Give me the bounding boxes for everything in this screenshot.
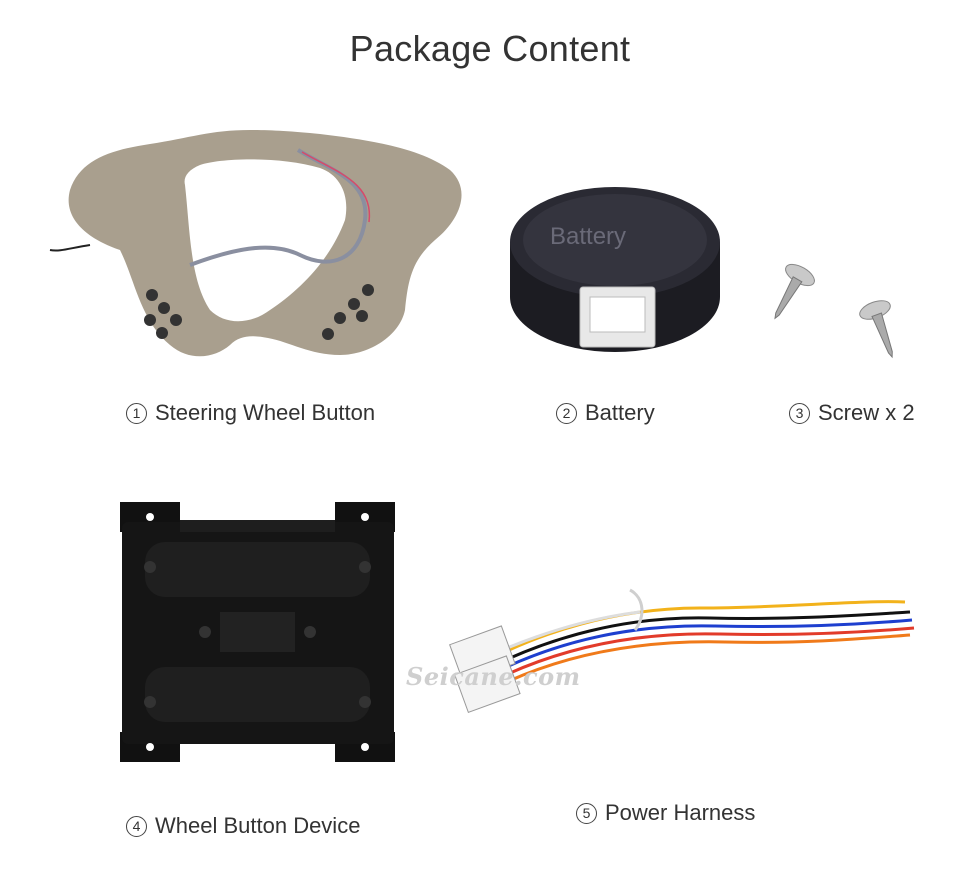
item-label-steering-wheel-button: 1 Steering Wheel Button [126,400,375,426]
watermark: Seicane.com [406,662,581,691]
item-number-1: 1 [126,402,147,424]
page-title: Package Content [349,28,631,69]
item-number-4: 4 [126,815,147,837]
item-text-2: Battery [585,400,655,425]
item-text-1: Steering Wheel Button [155,400,376,425]
item-label-wheel-button-device: 4 Wheel Button Device [126,813,360,839]
control-box-image [120,502,395,762]
item-number-5: 5 [576,802,597,824]
item-label-battery: 2 Battery [556,400,655,426]
item-text-4: Wheel Button Device [155,813,361,838]
item-text-3: Screw x 2 [818,400,915,425]
item-number-3: 3 [789,402,810,424]
item-number-2: 2 [556,402,577,424]
battery-pod-image: Battery [510,187,720,352]
item-label-power-harness: 5 Power Harness [576,800,755,826]
battery-print: Battery [550,223,626,250]
wire-harness-image [449,588,915,713]
item-text-5: Power Harness [605,800,756,825]
steering-wheel-panel-image [49,130,462,357]
screw-image [774,263,893,359]
item-label-screw: 3 Screw x 2 [789,400,915,426]
